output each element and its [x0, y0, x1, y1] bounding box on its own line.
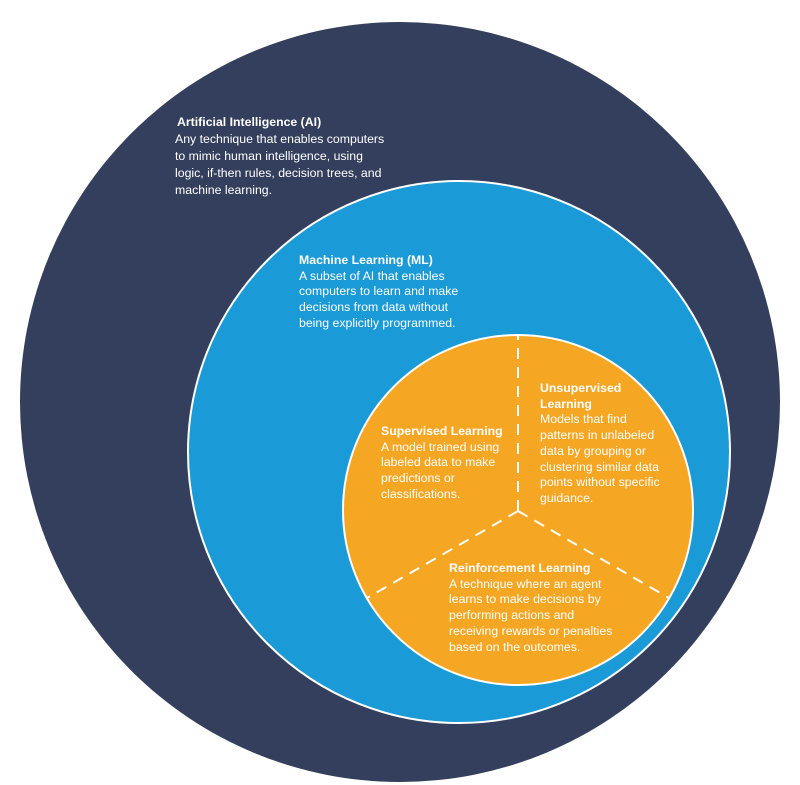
supervised-desc-line: labeled data to make — [381, 455, 496, 470]
ai-label: Artificial Intelligence (AI) Any techniq… — [175, 114, 384, 199]
ml-title: Machine Learning (ML) — [299, 253, 433, 267]
ml-desc-line: being explicitly programmed. — [299, 315, 456, 330]
unsupervised-title-line: Learning — [540, 396, 592, 411]
unsupervised-desc-line: clustering similar data — [540, 459, 659, 474]
ai-desc-line: machine learning. — [175, 183, 273, 197]
divider-lower-left — [366, 510, 519, 599]
ml-desc-line: computers to learn and make — [299, 284, 459, 299]
reinforcement-label: Reinforcement Learning A technique where… — [449, 561, 612, 655]
reinforcement-desc-line: performing actions and — [449, 608, 575, 623]
supervised-desc-line: A model trained using — [381, 439, 500, 454]
reinforcement-desc-line: A technique where an agent — [449, 576, 602, 591]
divider-lower-right — [517, 510, 670, 599]
supervised-label: Supervised Learning A model trained usin… — [381, 424, 503, 503]
supervised-desc-line: predictions or — [381, 471, 455, 486]
unsupervised-desc-line: Models that find — [540, 412, 627, 427]
ai-title: Artificial Intelligence (AI) — [177, 115, 322, 129]
ml-desc-line: A subset of AI that enables — [299, 268, 445, 283]
reinforcement-desc-line: based on the outcomes. — [449, 639, 581, 654]
unsupervised-desc-line: patterns in unlabeled — [540, 428, 655, 443]
unsupervised-desc-line: points without specific — [540, 475, 660, 490]
reinforcement-title: Reinforcement Learning — [449, 561, 591, 575]
supervised-desc-line: classifications. — [381, 486, 461, 501]
unsupervised-desc-line: data by grouping or — [540, 443, 646, 458]
ai-desc-line: Any technique that enables computers — [175, 132, 385, 146]
unsupervised-desc-line: guidance. — [540, 490, 594, 505]
supervised-title: Supervised Learning — [381, 424, 503, 438]
ai-desc-line: to mimic human intelligence, using — [175, 149, 363, 163]
reinforcement-desc-line: learns to make decisions by — [449, 592, 601, 607]
ml-label: Machine Learning (ML) A subset of AI tha… — [299, 253, 458, 332]
ml-desc-line: decisions from data without — [299, 300, 449, 315]
reinforcement-desc-line: receiving rewards or penalties — [449, 623, 613, 638]
unsupervised-label: Unsupervised Learning Models that find p… — [540, 381, 660, 507]
ai-desc-line: logic, if-then rules, decision trees, an… — [175, 166, 382, 180]
unsupervised-title-line: Unsupervised — [540, 381, 622, 395]
